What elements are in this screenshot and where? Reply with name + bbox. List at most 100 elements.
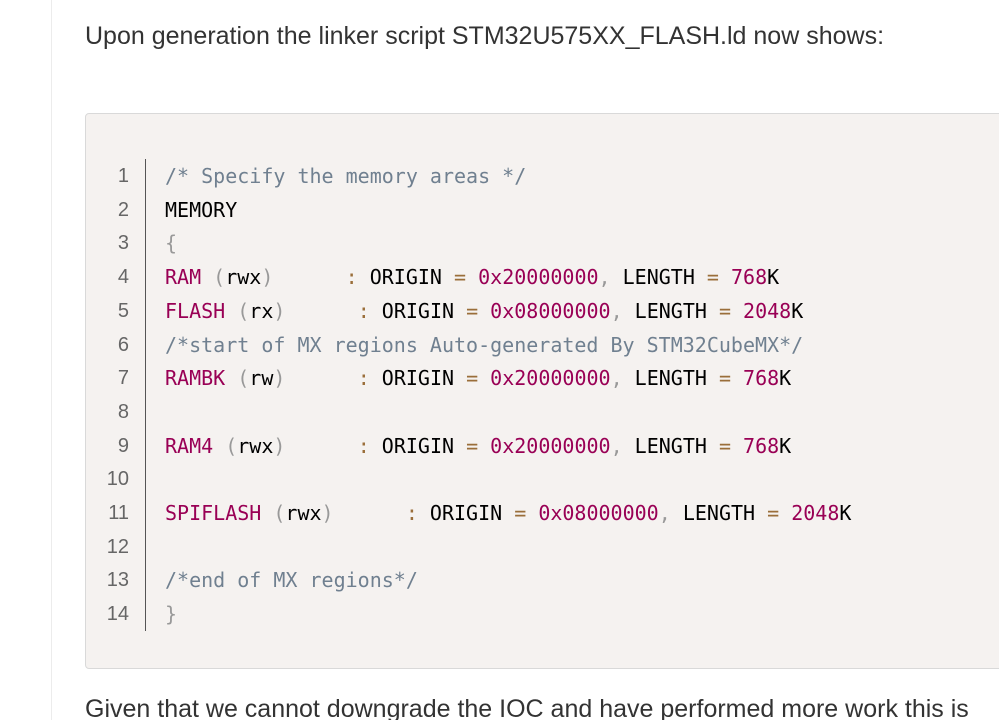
code-token: 0x08000000 [538, 501, 659, 525]
code-token: rw [249, 366, 274, 390]
code-text: SPIFLASH (rwx) : ORIGIN = 0x08000000, LE… [165, 496, 851, 530]
line-number-gutter-divider [145, 159, 146, 631]
code-line: 7 RAMBK (rw) : ORIGIN = 0x20000000, LENGT… [0, 361, 999, 395]
code-token [526, 501, 538, 525]
code-token: = [466, 299, 479, 323]
code-token: , [658, 501, 671, 525]
code-token: : [357, 434, 370, 458]
code-token: = [454, 265, 467, 289]
code-token: LENGTH [622, 299, 719, 323]
line-number: 6 [117, 334, 129, 356]
code-token: LENGTH [610, 265, 707, 289]
code-token: LENGTH [622, 366, 719, 390]
code-token [779, 501, 791, 525]
code-token: /*end of MX regions*/ [165, 568, 418, 592]
code-token: 0x20000000 [478, 265, 599, 289]
code-token: ) [261, 265, 274, 289]
code-token: rwx [237, 434, 274, 458]
code-token: ORIGIN [357, 265, 455, 289]
code-token: 768 [743, 366, 780, 390]
code-token [285, 366, 357, 390]
code-line: 2 MEMORY [0, 193, 999, 227]
code-token [731, 366, 743, 390]
code-token [285, 434, 357, 458]
code-token: 2048 [743, 299, 792, 323]
code-token: , [598, 265, 611, 289]
code-token: ORIGIN [369, 299, 467, 323]
code-line: 1 /* Specify the memory areas */ [0, 159, 999, 193]
code-token: = [718, 299, 731, 323]
code-token: = [718, 434, 731, 458]
line-number: 11 [108, 502, 129, 524]
line-number: 8 [117, 401, 129, 423]
code-token: 0x20000000 [490, 366, 611, 390]
code-token: ) [273, 299, 286, 323]
code-token: ORIGIN [369, 434, 467, 458]
code-token: : [405, 501, 418, 525]
code-token: } [165, 602, 178, 626]
code-token: = [718, 366, 731, 390]
code-token: = [466, 434, 479, 458]
code-token: RAMBK [165, 366, 238, 390]
code-text: RAM4 (rwx) : ORIGIN = 0x20000000, LENGTH… [165, 429, 791, 463]
code-line: 6 /*start of MX regions Auto-generated By… [0, 328, 999, 362]
code-token: RAM [165, 265, 214, 289]
code-text: /* Specify the memory areas */ [165, 159, 526, 193]
content-left-border [51, 0, 52, 720]
code-token: /* Specify the memory areas */ [165, 164, 527, 188]
line-number: 14 [106, 603, 129, 625]
code-token: ( [225, 434, 238, 458]
code-text: MEMORY [165, 193, 237, 227]
code-token: = [514, 501, 527, 525]
code-token: rwx [285, 501, 322, 525]
code-token: /*start of MX regions Auto-generated By … [165, 333, 804, 357]
code-token [334, 501, 406, 525]
code-token: FLASH [165, 299, 238, 323]
code-token: = [466, 366, 479, 390]
code-token: { [165, 231, 178, 255]
code-token: , [610, 434, 623, 458]
code-block[interactable] [85, 113, 999, 669]
code-token: ( [273, 501, 286, 525]
code-token: = [706, 265, 719, 289]
code-token [731, 299, 743, 323]
code-token [478, 366, 490, 390]
line-number: 3 [117, 232, 129, 254]
code-text: /*end of MX regions*/ [165, 563, 418, 597]
code-text: { [165, 226, 177, 260]
code-token: K [779, 366, 792, 390]
code-token: K [779, 434, 792, 458]
code-token: = [767, 501, 780, 525]
code-token: ) [321, 501, 334, 525]
code-token [478, 434, 490, 458]
code-text: RAM (rwx) : ORIGIN = 0x20000000, LENGTH … [165, 260, 779, 294]
code-text: } [165, 597, 177, 631]
code-token: RAM4 [165, 434, 226, 458]
code-token: K [839, 501, 852, 525]
line-number: 5 [117, 300, 129, 322]
code-token [285, 299, 357, 323]
code-token: : [345, 265, 358, 289]
code-token [273, 265, 345, 289]
code-token: : [357, 299, 370, 323]
code-token: ( [237, 366, 250, 390]
line-number: 9 [117, 435, 129, 457]
code-line: 14} [0, 597, 999, 631]
code-token: ( [237, 299, 250, 323]
code-token: ORIGIN [417, 501, 515, 525]
code-line: 9 RAM4 (rwx) : ORIGIN = 0x20000000, LENGT… [0, 429, 999, 463]
code-text: /*start of MX regions Auto-generated By … [165, 328, 803, 362]
line-number: 7 [117, 367, 129, 389]
code-token: LENGTH [622, 434, 719, 458]
code-token [731, 434, 743, 458]
code-token: LENGTH [670, 501, 768, 525]
code-line: 8 [0, 395, 999, 429]
line-number: 1 [117, 165, 129, 187]
code-token: ) [273, 434, 286, 458]
code-token: K [767, 265, 780, 289]
code-text: RAMBK (rw) : ORIGIN = 0x20000000, LENGTH… [165, 361, 791, 395]
line-number: 2 [117, 199, 129, 221]
code-token [719, 265, 731, 289]
code-token: 2048 [791, 501, 840, 525]
